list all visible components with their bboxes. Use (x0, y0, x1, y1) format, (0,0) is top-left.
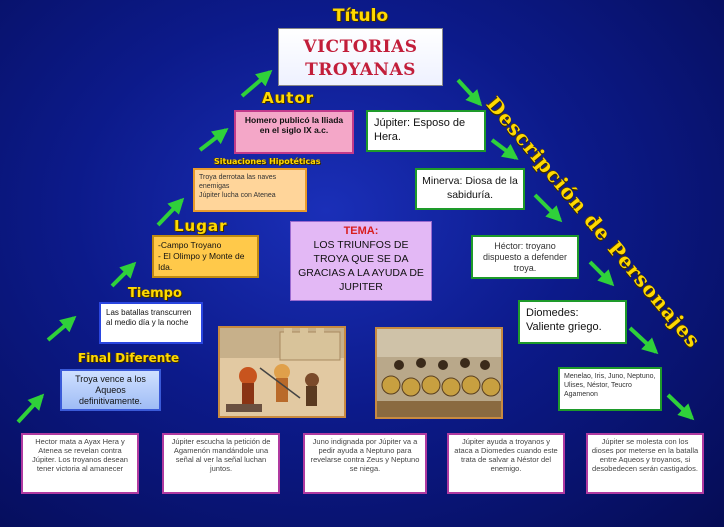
battle-illustration-2 (377, 329, 501, 417)
title-line-2: TROYANAS (305, 60, 416, 80)
titulo-label: Título (333, 6, 389, 26)
personaje-hector: Héctor: troyano dispuesto a defender tro… (471, 235, 579, 279)
tema-text: LOS TRIUNFOS DE TROYA QUE SE DA GRACIAS … (298, 239, 424, 293)
lugar-label: Lugar (174, 217, 228, 235)
arrow-right-3 (533, 193, 563, 223)
arrow-right-6 (666, 393, 695, 421)
final-box: Troya vence a los Aqueos definitivamente… (60, 369, 161, 411)
lugar-line-2: - El Olimpo y Monte de Ida. (158, 251, 245, 272)
arrow-left-6 (240, 69, 273, 98)
arrow-right-4 (588, 260, 615, 287)
lugar-line-1: -Campo Troyano (158, 240, 222, 250)
situaciones-label: Situaciones Hipotéticas (214, 157, 321, 166)
personaje-otros: Menelao, Iris, Juno, Neptuno, Ulises, Né… (558, 367, 662, 411)
title-line-1: VICTORIAS (303, 37, 418, 57)
event-box-3: Juno indignada por Júpiter va a pedir ay… (303, 433, 427, 494)
arrow-left-4 (156, 197, 185, 227)
situaciones-box: Troya derrotaa las naves enemigas Júpite… (193, 168, 307, 212)
lugar-box: -Campo Troyano - El Olimpo y Monte de Id… (152, 235, 259, 278)
personaje-minerva: Minerva: Diosa de la sabiduría. (415, 168, 525, 210)
arrow-left-2 (46, 315, 77, 342)
final-label: Final Diferente (78, 351, 180, 365)
battle-image-1 (218, 326, 346, 418)
personaje-diomedes: Diomedes: Valiente griego. (518, 300, 627, 344)
tema-box: TEMA: LOS TRIUNFOS DE TROYA QUE SE DA GR… (290, 221, 432, 301)
tema-label: TEMA: (343, 225, 379, 237)
personaje-jupiter: Júpiter: Esposo de Hera. (366, 110, 486, 152)
event-box-2: Júpiter escucha la petición de Agamenón … (162, 433, 280, 494)
final-text: Troya vence a los Aqueos definitivamente… (75, 374, 146, 406)
situaciones-line-2: Júpiter lucha con Atenea (199, 192, 276, 199)
tiempo-text: Las batallas transcurren al medio día y … (106, 308, 192, 327)
autor-box: Homero publicó la Iliada en el siglo IX … (234, 110, 354, 154)
battle-illustration-1 (220, 328, 344, 416)
autor-text: Homero publicó la Iliada en el siglo IX … (244, 115, 344, 135)
arrow-right-2 (490, 138, 519, 160)
title-box: VICTORIAS TROYANAS (278, 28, 443, 86)
event-box-5: Júpiter se molesta con los dioses por me… (586, 433, 704, 494)
battle-image-2 (375, 327, 503, 419)
arrow-left-5 (198, 128, 229, 152)
arrow-right-1 (456, 78, 483, 107)
event-box-4: Júpiter ayuda a troyanos y ataca a Diome… (447, 433, 565, 494)
arrow-left-3 (110, 261, 137, 288)
event-box-1: Hector mata a Ayax Hera y Atenea se reve… (21, 433, 139, 494)
tiempo-label: Tiempo (128, 286, 182, 301)
situaciones-line-1: Troya derrotaa las naves enemigas (199, 174, 277, 190)
tiempo-box: Las batallas transcurren al medio día y … (99, 302, 203, 344)
autor-label: Autor (262, 89, 315, 107)
arrow-right-5 (628, 326, 659, 355)
arrow-left-1 (16, 393, 45, 424)
